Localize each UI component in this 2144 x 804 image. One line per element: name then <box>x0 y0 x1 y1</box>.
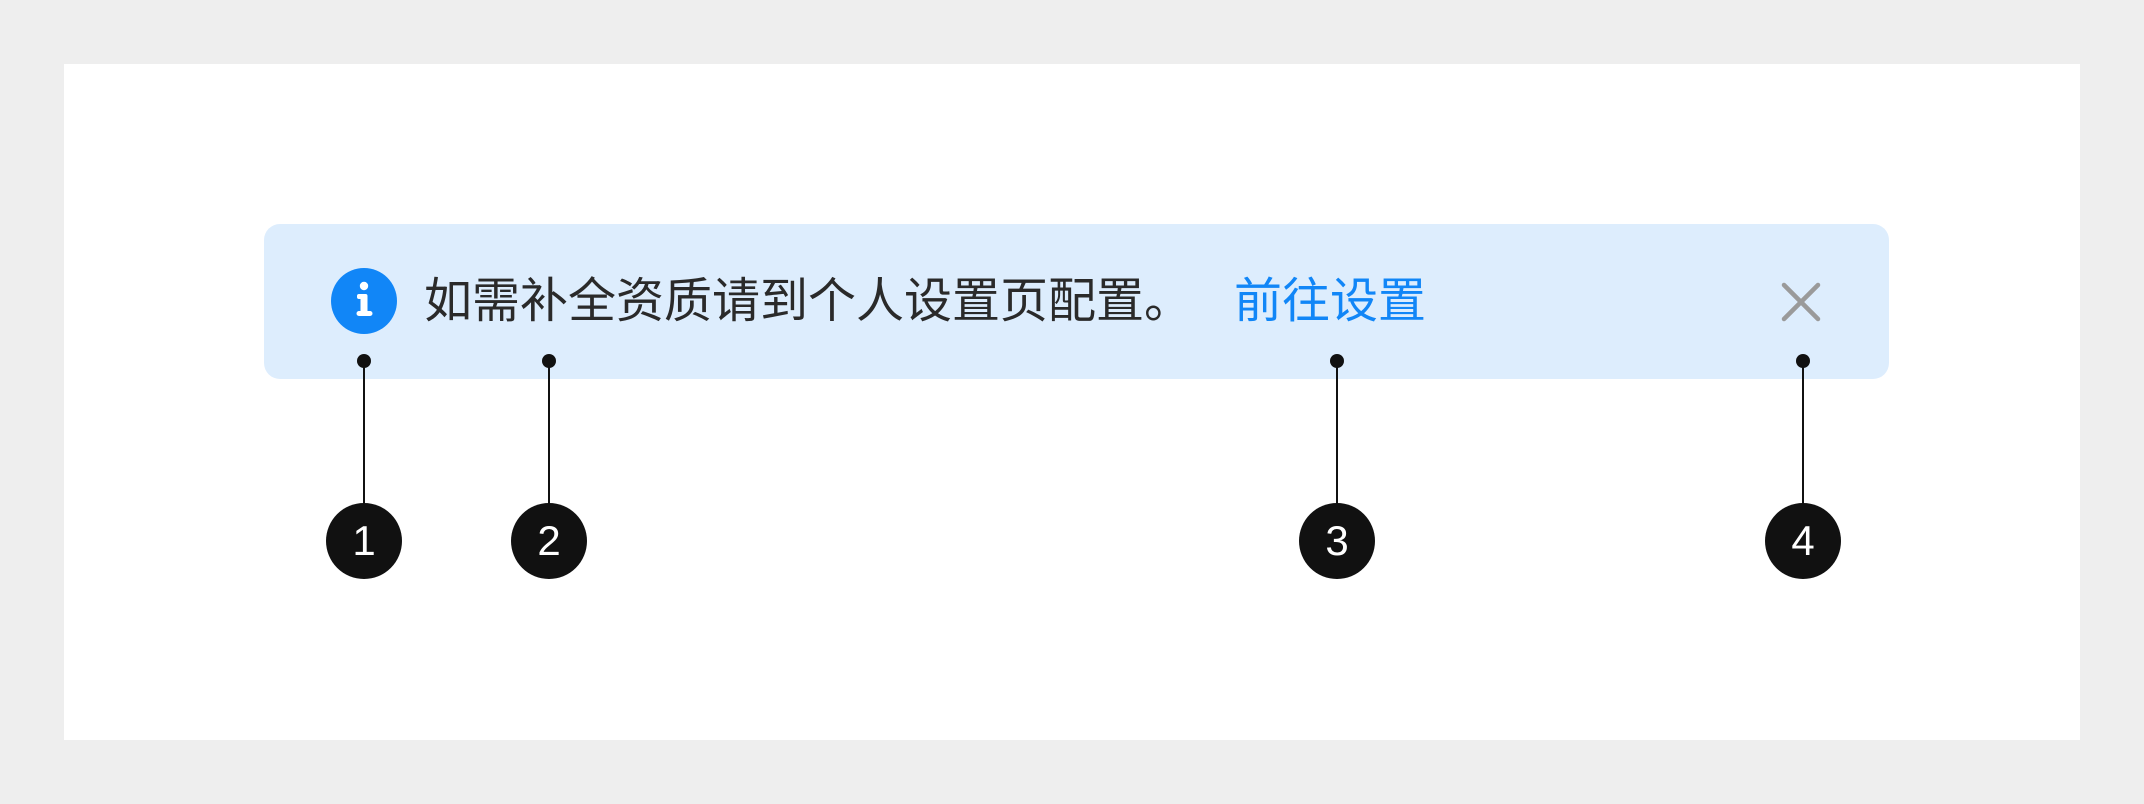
info-icon <box>331 268 397 334</box>
callout-badge-1: 1 <box>326 503 402 579</box>
callout-line-1 <box>363 360 365 504</box>
close-button[interactable] <box>1780 281 1822 323</box>
callout-badge-2: 2 <box>511 503 587 579</box>
alert-message: 如需补全资质请到个人设置页配置。 <box>424 273 1193 329</box>
canvas <box>64 64 2080 740</box>
go-to-settings-link[interactable]: 前往设置 <box>1234 273 1427 329</box>
callout-badge-4: 4 <box>1765 503 1841 579</box>
callout-line-4 <box>1802 360 1804 504</box>
alert-banner <box>264 224 1889 379</box>
close-icon <box>1781 282 1821 322</box>
callout-line-3 <box>1336 360 1338 504</box>
callout-badge-3: 3 <box>1299 503 1375 579</box>
callout-line-2 <box>548 360 550 504</box>
